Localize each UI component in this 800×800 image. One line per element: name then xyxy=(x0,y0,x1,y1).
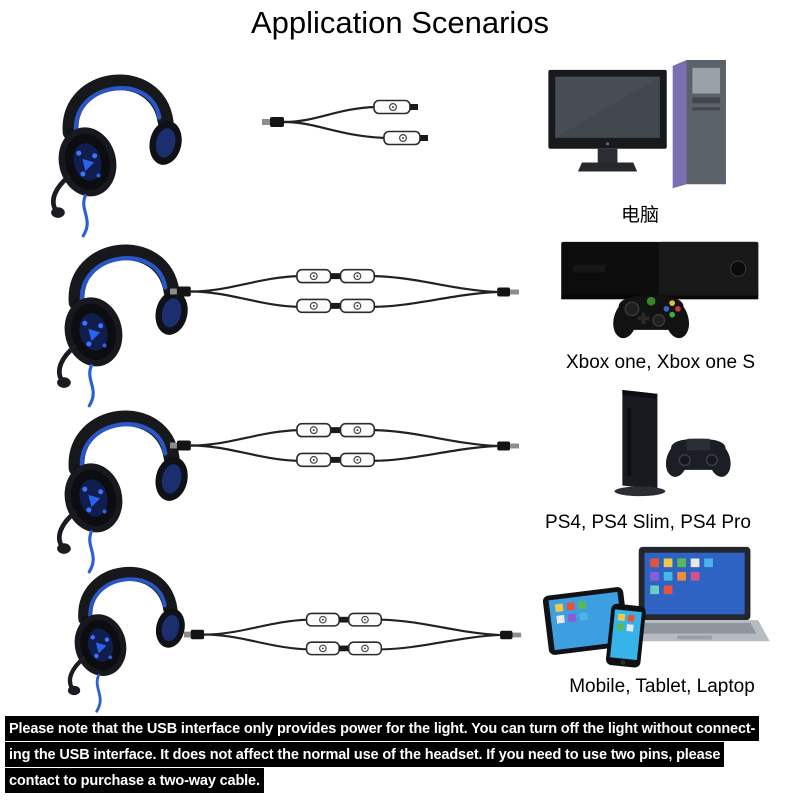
gaming-headset-image-1 xyxy=(46,50,186,240)
note-line-1: Please note that the USB interface only … xyxy=(5,716,760,741)
device-label-pc: 电脑 xyxy=(620,205,659,226)
note-line-3: contact to purchase a two-way cable. xyxy=(5,768,264,793)
mobile-tablet-laptop-image xyxy=(542,545,774,675)
page-title: Application Scenarios xyxy=(250,5,550,40)
dual-plug-cable-image-4 xyxy=(184,608,524,662)
ps4-console-image xyxy=(562,388,747,505)
gaming-headset-image-4 xyxy=(58,545,194,715)
note-line-2: ing the USB interface. It does not affec… xyxy=(5,742,725,767)
splitter-cable-image-1 xyxy=(262,98,467,150)
footer-note: Please note that the USB interface only … xyxy=(5,716,799,794)
device-label-ps4: PS4, PS4 Slim, PS4 Pro xyxy=(545,512,751,533)
device-label-xbox: Xbox one, Xbox one S xyxy=(565,352,756,373)
device-label-mobile: Mobile, Tablet, Laptop xyxy=(569,676,755,697)
dual-plug-cable-image-2 xyxy=(170,264,522,320)
xbox-console-image xyxy=(544,240,764,350)
desktop-pc-image xyxy=(546,56,754,204)
dual-plug-cable-image-3 xyxy=(170,418,522,474)
